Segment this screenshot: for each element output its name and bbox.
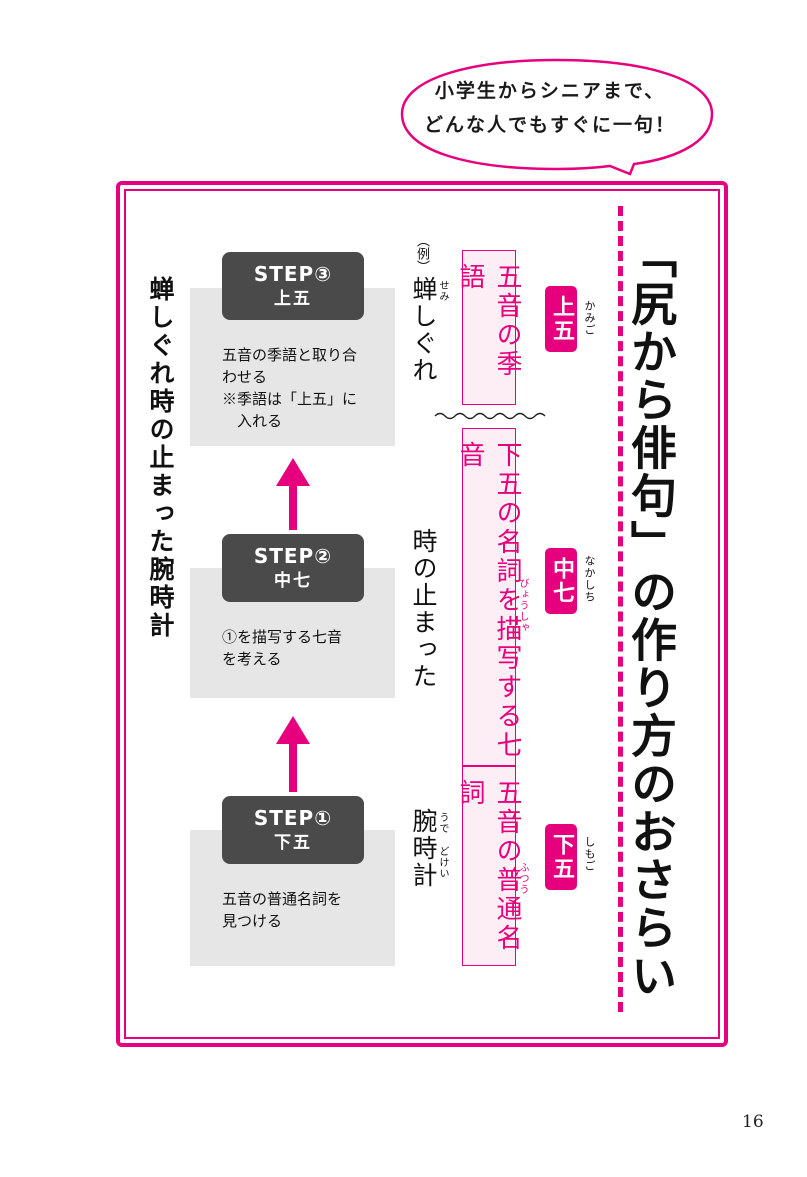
step-3-desc-line: わせる [222, 368, 268, 386]
arrow-up-icon [276, 716, 310, 792]
example-line-1: 蝉しぐれ [409, 276, 438, 384]
box-nakashichi: 下五の名詞を描写する七音 [455, 428, 522, 766]
step-1-desc: 五音の普通名詞を 見つける [222, 888, 342, 932]
arrow-up-icon [276, 458, 310, 530]
step-2-desc-line: ①を描写する七音 [222, 628, 343, 646]
ruby-nakashichi: なかしち [583, 555, 596, 603]
step-3-desc-line: 入れる [222, 412, 283, 430]
example-label: （例） [414, 234, 429, 273]
step-2-header: STEP② 中七 [222, 534, 364, 602]
step-3-desc: 五音の季語と取り合 わせる ※季語は「上五」に 入れる [222, 344, 357, 432]
step-3-desc-line: 五音の季語と取り合 [222, 346, 358, 364]
bubble-text: 小学生からシニアまで、 どんな人でもすぐに一句！ [400, 74, 700, 142]
step-3-title: STEP③ [253, 262, 333, 286]
example-ruby-ude: うで [437, 812, 448, 834]
page-title: 「尻から俳句」の作り方のおさらい [624, 232, 678, 1000]
box-shimogo: 五音の普通名詞 [455, 766, 522, 966]
step-3-header: STEP③ 上五 [222, 252, 364, 320]
frame-inner-border [124, 189, 720, 1039]
ruby-shimogo: しもご [583, 836, 596, 872]
ruby-futsuu: ふつう [517, 862, 528, 895]
step-1-sub: 下五 [274, 833, 312, 853]
haiku-full: 蝉しぐれ時の止まった腕時計 [146, 276, 175, 640]
box-nakashichi-text: 下五の名詞を描写する七音 [455, 441, 522, 760]
ruby-byousha: びょうしゃ [517, 578, 528, 633]
page-number: 16 [742, 1112, 764, 1132]
speech-bubble [400, 58, 714, 176]
box-shimogo-text: 五音の普通名詞 [455, 779, 522, 953]
example-ruby-dokei: どけい [437, 846, 448, 879]
pill-kamigo: 上五 [545, 286, 577, 352]
wavy-divider [434, 412, 546, 420]
step-3-sub: 上五 [274, 289, 312, 309]
step-2-sub: 中七 [274, 571, 312, 591]
bubble-line-2: どんな人でもすぐに一句！ [423, 114, 676, 136]
box-kamigo-text: 五音の季語 [455, 263, 522, 379]
dashed-divider [618, 206, 623, 1012]
step-2-desc-line: を考える [222, 650, 282, 668]
example-ruby-semi: せみ [437, 280, 448, 302]
box-kamigo: 五音の季語 [455, 250, 522, 405]
step-1-header: STEP① 下五 [222, 796, 364, 864]
example-line-2: 時の止まった [409, 528, 438, 690]
pill-nakashichi: 中七 [545, 548, 577, 614]
step-3-desc-line: ※季語は「上五」に [222, 390, 358, 408]
bubble-line-1: 小学生からシニアまで、 [434, 80, 666, 102]
pill-shimogo: 下五 [545, 824, 577, 890]
step-1-desc-line: 五音の普通名詞を [222, 890, 343, 908]
step-2-desc: ①を描写する七音 を考える [222, 626, 342, 670]
example-line-3: 腕時計 [409, 808, 438, 889]
step-1-desc-line: 見つける [222, 912, 283, 930]
step-1-title: STEP① [253, 806, 333, 830]
frame-outer-border [116, 181, 728, 1047]
ruby-kamigo: かみご [583, 300, 596, 336]
step-2-title: STEP② [253, 544, 333, 568]
